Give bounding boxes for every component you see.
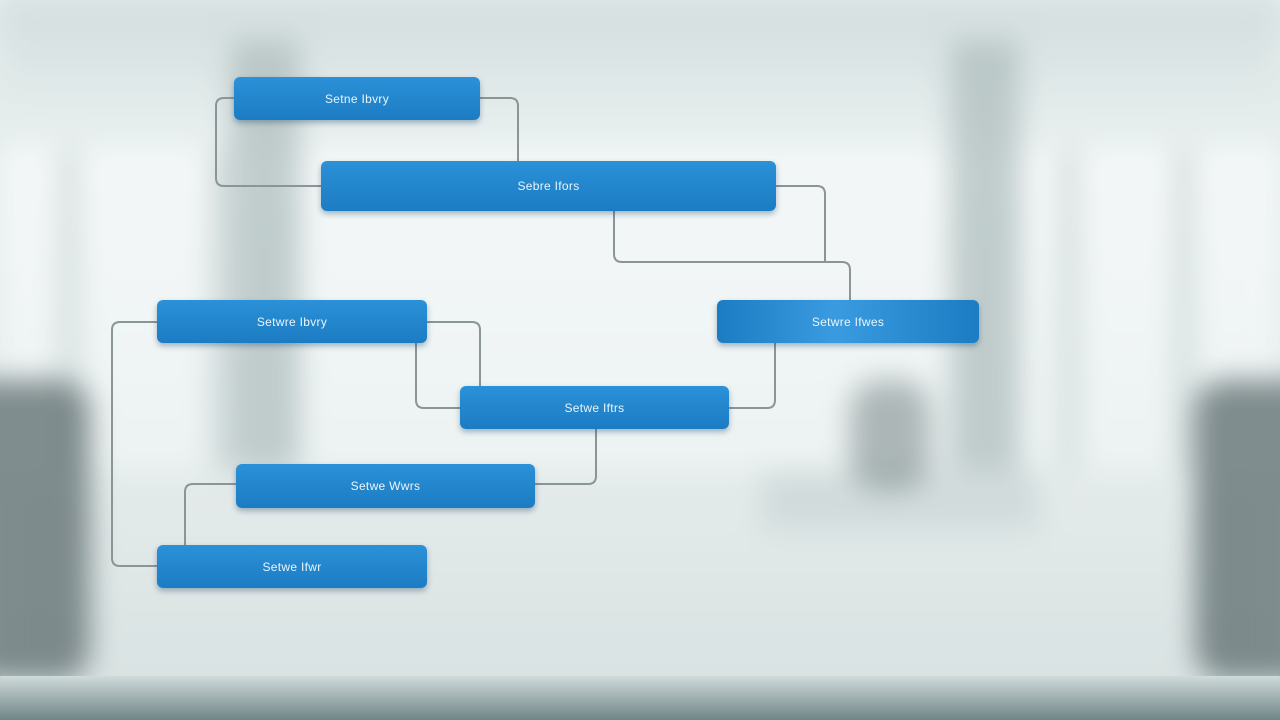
diagram-node-2-label: Se​bre Ifors [517,179,580,193]
diagram-node-5-label: Se​twe Iftrs [564,400,625,415]
connector-node2-bottom-node4 [613,211,851,300]
diagram-node-4-label: Se​twre Ifwes [811,314,885,329]
diagram-node-5[interactable]: Se​twe Iftrs [460,386,729,429]
glass-panel-edge [0,676,1280,720]
diagram-node-6-label: Se​twe Wwrs [350,479,421,493]
connector-node3-node7 [111,321,158,567]
diagram-node-3-label: Se​twre Ibvry [256,314,328,329]
diagram-node-3[interactable]: Se​twre Ibvry [157,300,427,343]
connector-node5-node6 [535,429,597,485]
connector-node2-right-node4 [776,185,826,262]
diagram-node-1-label: Se​tne Ibvry [325,91,389,106]
connector-node1-left-node2 [215,97,323,187]
connector-node6-node7 [184,483,237,546]
connector-node3-right-stub [427,321,481,386]
connector-node1-right-node2 [480,97,519,162]
diagram-node-1[interactable]: Se​tne Ibvry [234,77,480,120]
diagram-node-6[interactable]: Se​twe Wwrs [236,464,535,508]
diagram-node-4[interactable]: Se​twre Ifwes [717,300,979,343]
diagram-node-7[interactable]: Se​twe Ifwr [157,545,427,588]
connector-node3-node5 [415,343,461,409]
connector-node4-node5 [729,343,776,409]
diagram-node-7-label: Se​twe Ifwr [262,559,322,574]
diagram-node-2[interactable]: Se​bre Ifors [321,161,776,211]
